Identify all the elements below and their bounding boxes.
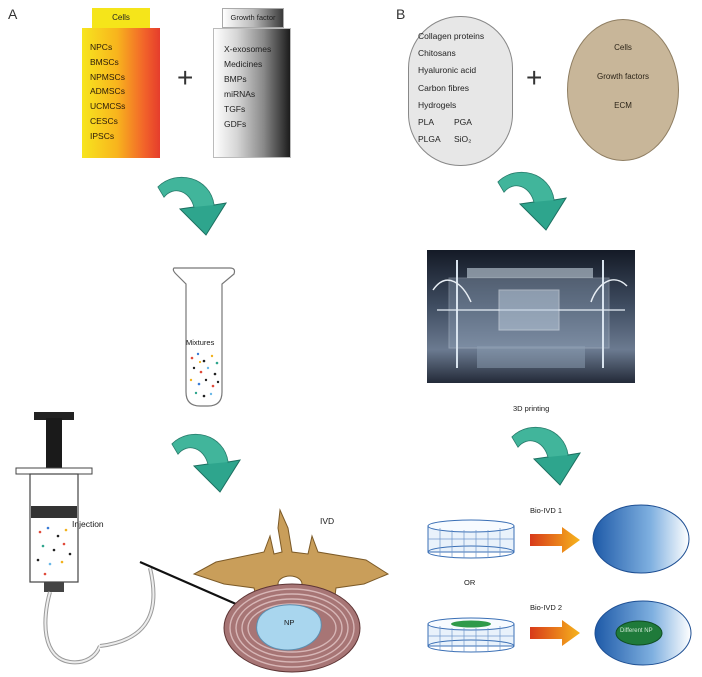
- growth-factor-list: X-exosomes Medicines BMPs miRNAs TGFs GD…: [224, 42, 271, 132]
- growth-item: miRNAs: [224, 89, 256, 99]
- bio-ivd-1-label: Bio-IVD 1: [530, 506, 563, 515]
- tube-label: Mixtures: [186, 338, 215, 347]
- printer-illustration-icon: [427, 250, 635, 383]
- printing-label: 3D printing: [513, 404, 550, 413]
- growth-item: GDFs: [224, 119, 247, 129]
- injection-label: Injection: [72, 519, 104, 529]
- cell-item: CESCs: [90, 115, 118, 126]
- material-item: Hyaluronic acid: [418, 65, 477, 76]
- test-tube-icon: [172, 267, 236, 407]
- growth-factor-box: [213, 28, 291, 158]
- cell-item: BMSCs: [90, 56, 119, 67]
- growth-item: X-exosomes: [224, 44, 272, 54]
- material-item: Collagen proteins: [418, 31, 485, 41]
- material-item: Chitosans: [418, 48, 456, 59]
- material-pair-row: PLA PGA: [418, 114, 484, 131]
- cells-list: NPCs BMSCs NPMSCs ADMSCs UCMCSs CESCs IP…: [90, 40, 125, 144]
- materials-list: Collagen proteins Chitosans Hyaluronic a…: [418, 28, 484, 148]
- syringe-particles-icon: [36, 526, 72, 576]
- cell-item: NPCs: [90, 42, 113, 52]
- material-item: Hydrogels: [418, 99, 457, 110]
- cell-item: IPSCs: [90, 130, 115, 141]
- material-item: PGA: [454, 117, 472, 128]
- cell-item: NPMSCs: [90, 71, 125, 82]
- material-item: PLA: [418, 117, 435, 128]
- growth-item: BMPs: [224, 74, 247, 84]
- bio-ivd-1-result-icon: [592, 504, 690, 574]
- material-pair-row: PLGA SiO₂: [418, 131, 484, 148]
- orange-arrow-icon: [530, 527, 580, 553]
- particles-icon: [189, 352, 220, 398]
- np-label: NP: [284, 618, 295, 627]
- bio-ivd-2-label: Bio-IVD 2: [530, 603, 563, 612]
- scaffold-2-icon: [427, 617, 515, 653]
- oval-item: ECM: [614, 101, 632, 110]
- orange-arrow-icon: [530, 620, 580, 646]
- biologics-oval: [567, 19, 679, 161]
- 3d-printer-photo: [427, 250, 635, 383]
- cells-box: [82, 28, 160, 158]
- growth-factor-title: Growth factor: [222, 8, 284, 28]
- growth-item: TGFs: [224, 104, 246, 114]
- growth-item: Medicines: [224, 59, 263, 69]
- cell-item: ADMSCs: [90, 86, 125, 97]
- or-label: OR: [464, 578, 476, 587]
- material-item: SiO₂: [454, 134, 472, 145]
- oval-item: Growth factors: [596, 72, 649, 81]
- panel-b-label: B: [396, 6, 406, 22]
- scaffold-1-icon: [427, 519, 515, 559]
- syringe-icon: [15, 412, 100, 665]
- cells-title: Cells: [92, 8, 150, 28]
- plus-sign-b: +: [526, 62, 543, 93]
- ivd-label: IVD: [320, 516, 335, 526]
- oval-item: Cells: [614, 43, 632, 52]
- inner-np-icon: [615, 620, 663, 646]
- materials-pill: [408, 16, 513, 166]
- panel-a-label: A: [8, 6, 18, 22]
- inner-np-label: Different NP: [620, 628, 653, 634]
- vertebra-disc-icon: [192, 508, 390, 673]
- plus-sign-a: +: [177, 62, 194, 93]
- material-item: PLGA: [418, 134, 441, 145]
- material-item: Carbon fibres: [418, 82, 470, 93]
- cell-item: UCMCSs: [90, 101, 126, 112]
